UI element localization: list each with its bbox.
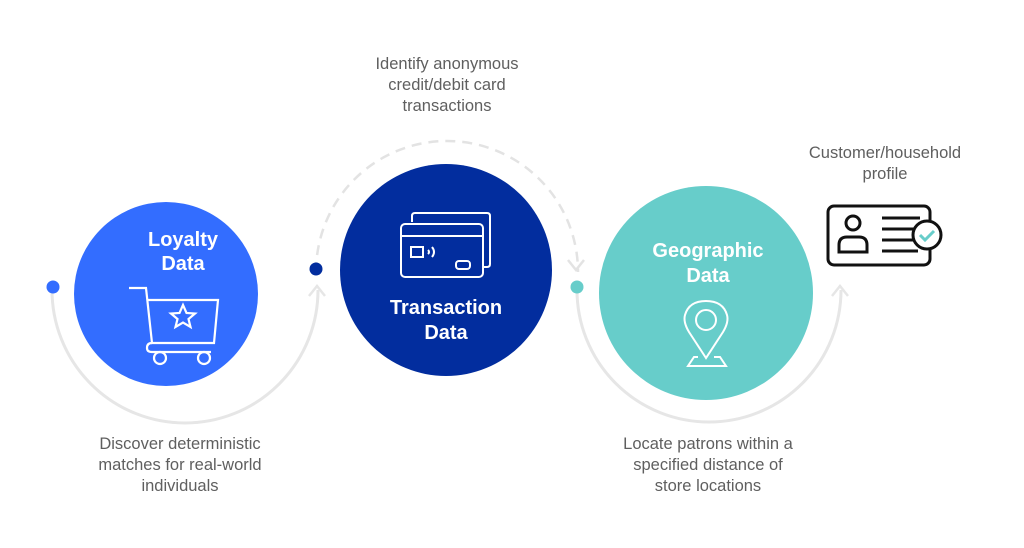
caption-line: profile xyxy=(862,165,908,183)
caption-profile: Customer/household profile xyxy=(765,143,1005,185)
connector-arc-geographic xyxy=(575,289,843,424)
caption-line: Customer/household xyxy=(808,144,962,162)
step-title: Data xyxy=(424,322,468,344)
caption-loyalty: Discover deterministic matches for real-… xyxy=(50,434,310,497)
arrow-head-icon xyxy=(831,283,849,297)
dot-geographic xyxy=(570,280,584,294)
connector-arc-loyalty xyxy=(50,289,320,425)
caption-line: transactions xyxy=(402,97,492,115)
caption-transaction: Identify anonymous credit/debit card tra… xyxy=(327,54,567,117)
dot-loyalty xyxy=(46,280,60,294)
arrow-head-icon xyxy=(308,283,326,297)
id-card-check-icon xyxy=(826,204,943,267)
arrow-head-icon xyxy=(567,259,585,273)
connector-arc-transaction-dashed xyxy=(314,139,580,273)
step-title: Transaction xyxy=(390,297,502,319)
caption-line: matches for real-world xyxy=(98,456,262,474)
step-title: Data xyxy=(686,265,730,287)
caption-line: Locate patrons within a xyxy=(623,435,793,453)
caption-line: store locations xyxy=(654,477,762,495)
step-geographic: Geographic Data xyxy=(599,186,813,400)
location-pin-icon xyxy=(683,299,729,367)
caption-line: Identify anonymous xyxy=(375,55,519,73)
dot-transaction xyxy=(309,262,323,276)
shopping-cart-star-icon xyxy=(129,286,220,366)
caption-line: individuals xyxy=(141,477,219,495)
step-title: Loyalty xyxy=(148,229,219,251)
step-title: Geographic xyxy=(652,240,763,262)
caption-line: specified distance of xyxy=(633,456,783,474)
step-loyalty: Loyalty Data xyxy=(74,202,258,386)
credit-cards-icon xyxy=(400,212,491,278)
step-title: Data xyxy=(161,253,205,275)
caption-line: credit/debit card xyxy=(388,76,506,94)
caption-geographic: Locate patrons within a specified distan… xyxy=(578,434,838,497)
step-transaction: Transaction Data xyxy=(340,164,552,376)
caption-line: Discover deterministic xyxy=(99,435,261,453)
